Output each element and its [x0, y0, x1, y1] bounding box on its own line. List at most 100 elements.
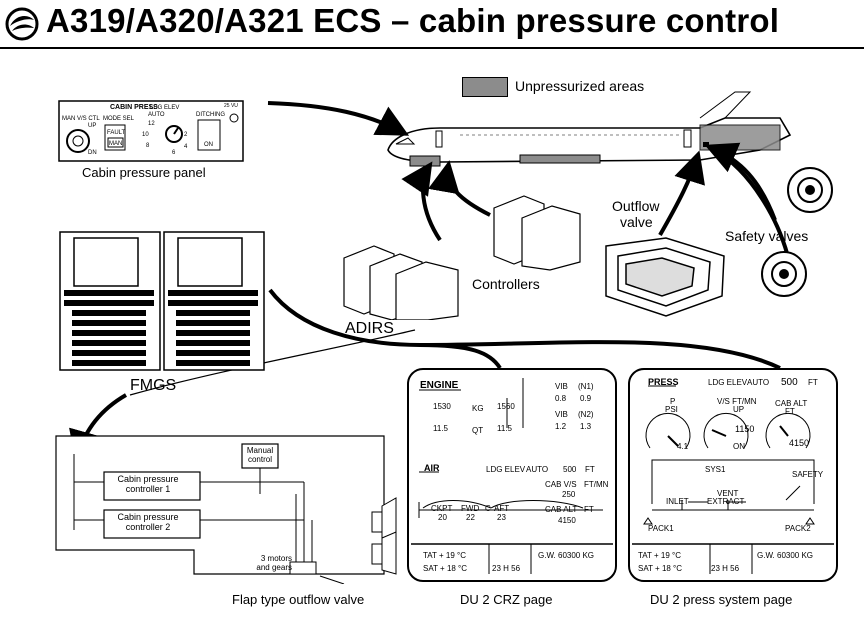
safety-valve-2 — [761, 251, 807, 297]
svg-text:LDG ELEV: LDG ELEV — [150, 105, 179, 111]
press-extract: EXTRACT — [707, 497, 745, 506]
page-title: A319/A320/A321 ECS – cabin pressure cont… — [46, 2, 780, 39]
svg-text:2: 2 — [184, 132, 188, 138]
crz-vib1-r: 0.9 — [580, 394, 592, 403]
fmgs-mcdus — [59, 231, 265, 371]
crz-vib2: VIB — [555, 410, 568, 419]
crz-sat: SAT + 18 °C — [423, 564, 468, 573]
crz-ft-mn: FT/MN — [584, 480, 609, 489]
controller1-box-label: Cabin pressure controller 1 — [117, 474, 179, 494]
crz-cab-alt-value: 4150 — [558, 516, 576, 525]
press-safety: SAFETY — [792, 470, 824, 479]
svg-text:25 VU: 25 VU — [224, 103, 238, 109]
press-inlet: INLET — [666, 497, 689, 506]
svg-text:DN: DN — [88, 150, 97, 156]
crz-gw: G.W. 60300 KG — [538, 551, 595, 560]
controllers-label: Controllers — [472, 276, 540, 292]
press-vs-value: 1150 — [735, 424, 755, 434]
legend-swatch — [462, 77, 508, 97]
svg-text:8: 8 — [146, 143, 150, 149]
crz-graphics — [411, 378, 613, 574]
outflow-valve-illustration — [605, 237, 725, 317]
panel-title-text: CABIN PRESS — [110, 104, 158, 111]
safety-valves-label: Safety valves — [725, 228, 809, 244]
svg-text:DITCHING: DITCHING — [196, 112, 225, 118]
crz-ldg-value: 500 — [563, 465, 577, 474]
press-auto: AUTO — [747, 378, 770, 387]
press-pack2: PACK2 — [785, 524, 811, 533]
press-p-value: 4.1 — [677, 442, 689, 451]
controller2-box-label: Cabin pressure controller 2 — [117, 512, 179, 532]
legend-label: Unpressurized areas — [515, 78, 645, 94]
press-gw: G.W. 60300 KG — [757, 551, 814, 560]
control-schematic — [55, 435, 397, 584]
crz-aft-value: 23 — [497, 513, 506, 522]
crz-kg: KG — [472, 404, 484, 413]
controller-units — [493, 195, 581, 271]
crz-ldg-unit: FT — [585, 465, 595, 474]
outflow-label-2: valve — [620, 214, 653, 230]
crz-fwd: FWD — [461, 504, 480, 513]
press-vs-dn: ON — [733, 442, 745, 451]
mcdu-right — [163, 231, 265, 371]
svg-text:4: 4 — [184, 144, 188, 150]
svg-text:10: 10 — [142, 132, 149, 138]
crz-vib2-l: 1.2 — [555, 422, 567, 431]
svg-text:FAULT: FAULT — [107, 130, 126, 136]
motors-label: 3 motors and gears — [256, 554, 292, 572]
press-title: PRESS — [648, 377, 679, 387]
crz-cab-alt: CAB ALT — [545, 505, 578, 514]
crz-n1: (N1) — [578, 382, 594, 391]
outflow-label-1: Outflow — [612, 198, 660, 214]
svg-text:UP: UP — [88, 123, 96, 129]
crz-qt: QT — [472, 426, 484, 435]
du2-crz-label: DU 2 CRZ page — [460, 592, 553, 607]
crz-n1-right: 1560 — [497, 402, 515, 411]
svg-text:MAN: MAN — [109, 141, 122, 147]
crz-ldg-elev: LDG ELEV — [486, 465, 526, 474]
svg-text:MODE SEL: MODE SEL — [103, 116, 135, 122]
crz-tat: TAT + 19 °C — [423, 551, 466, 560]
crz-cab-vs: CAB V/S — [545, 480, 577, 489]
press-ldg-elev: LDG ELEV — [708, 378, 748, 387]
crz-qt-left: 11.5 — [433, 424, 448, 433]
press-vent: VENT — [717, 489, 739, 498]
title-rule — [0, 47, 864, 49]
crz-c: C — [485, 504, 491, 513]
crz-fwd-value: 22 — [466, 513, 475, 522]
svg-text:AUTO: AUTO — [148, 112, 165, 118]
crz-auto: AUTO — [526, 465, 549, 474]
press-pack1: PACK1 — [648, 524, 674, 533]
svg-text:ON: ON — [204, 142, 213, 148]
press-cab-alt-unit: FT — [785, 407, 795, 416]
manual-control-label: Manual control — [246, 446, 274, 464]
press-sat: SAT + 18 °C — [638, 564, 683, 573]
svg-text:12: 12 — [148, 121, 155, 127]
crz-time: 23 H 56 — [492, 564, 521, 573]
press-ldg-unit: FT — [808, 378, 818, 387]
crz-vib1-l: 0.8 — [555, 394, 567, 403]
logo-icon — [5, 7, 39, 41]
crz-ckpt-value: 20 — [438, 513, 447, 522]
crz-n2: (N2) — [578, 410, 594, 419]
crz-cab-vs-value: 250 — [562, 490, 576, 499]
crz-air: AIR — [424, 463, 440, 473]
crz-qt-right: 11.5 — [497, 424, 512, 433]
press-cab-alt-value: 4150 — [789, 438, 810, 448]
flap-valve-label: Flap type outflow valve — [232, 592, 365, 607]
safety-valve-1 — [787, 167, 833, 213]
press-ldg-value: 500 — [781, 377, 798, 388]
svg-text:6: 6 — [172, 150, 176, 156]
press-psi: PSI — [665, 405, 678, 414]
press-vs-up: UP — [733, 405, 745, 414]
crz-n1-left: 1530 — [433, 402, 451, 411]
crz-aft: AFT — [494, 504, 510, 513]
crz-vib2-r: 1.3 — [580, 422, 592, 431]
crz-ckpt: CKPT — [431, 504, 453, 513]
press-sys1: SYS1 — [705, 465, 726, 474]
du2-press-display — [628, 368, 838, 582]
crz-engine: ENGINE — [420, 380, 459, 391]
svg-text:MAN V/S CTL: MAN V/S CTL — [62, 116, 100, 122]
fmgs-label: FMGS — [130, 377, 177, 394]
